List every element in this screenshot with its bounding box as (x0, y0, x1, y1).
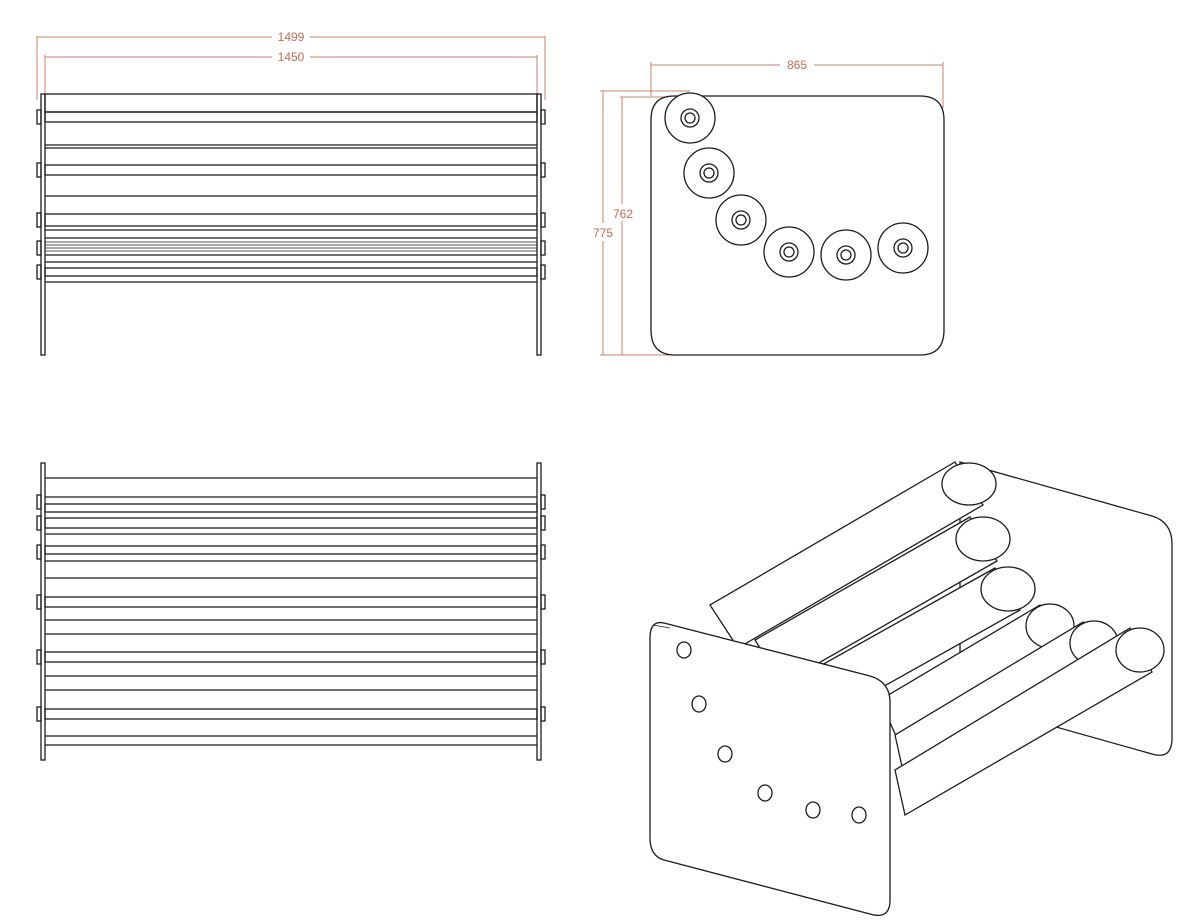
front-elevation-view: 1499 1450 (36, 30, 546, 356)
dimension-height-inner: 762 (613, 96, 668, 355)
dimension-label-1450: 1450 (278, 50, 305, 64)
plan-roller-5 (44, 651, 538, 663)
side-view: 865 775 762 (593, 58, 945, 356)
dimension-label-775: 775 (593, 226, 613, 240)
plan-roller-2 (44, 517, 538, 529)
roller-5 (45, 237, 537, 263)
dimension-depth: 865 (650, 58, 944, 108)
iso-roller-6 (894, 627, 1165, 817)
roller-end-5 (820, 229, 872, 281)
dimension-label-865: 865 (787, 58, 807, 72)
dimension-label-1499: 1499 (278, 30, 305, 44)
dimension-label-762: 762 (613, 207, 633, 221)
roller-end-1 (664, 92, 716, 144)
bolt-heads-right (540, 109, 546, 280)
plan-roller-1 (44, 503, 538, 513)
iso-roller-top (709, 461, 997, 649)
plan-right-panel (536, 462, 542, 761)
roller-2 (44, 111, 538, 123)
dimension-inner-length: 1450 (44, 50, 538, 100)
plan-roller-6 (44, 708, 538, 720)
roller-4 (44, 213, 538, 227)
plan-roller-3 (44, 545, 538, 555)
plan-bolts-left (36, 494, 42, 722)
roller-top (44, 93, 538, 113)
plan-roller-4 (44, 596, 538, 608)
roller-3 (44, 164, 538, 176)
bolt-heads-left (36, 109, 42, 280)
plan-left-panel (40, 462, 46, 761)
roller-end-3 (715, 194, 767, 246)
roller-end-4 (763, 226, 815, 278)
plan-bolts-right (540, 494, 546, 722)
side-panel-outline (650, 95, 945, 356)
dimension-height-overall: 775 (593, 90, 690, 356)
dimension-overall-length: 1499 (36, 30, 546, 100)
iso-front-bolt-holes (676, 641, 867, 824)
roller-end-6 (877, 222, 929, 274)
roller-6 (44, 267, 538, 277)
isometric-view (649, 461, 1173, 917)
roller-end-2 (683, 147, 735, 199)
iso-front-panel (649, 621, 891, 917)
plan-view (36, 462, 546, 761)
